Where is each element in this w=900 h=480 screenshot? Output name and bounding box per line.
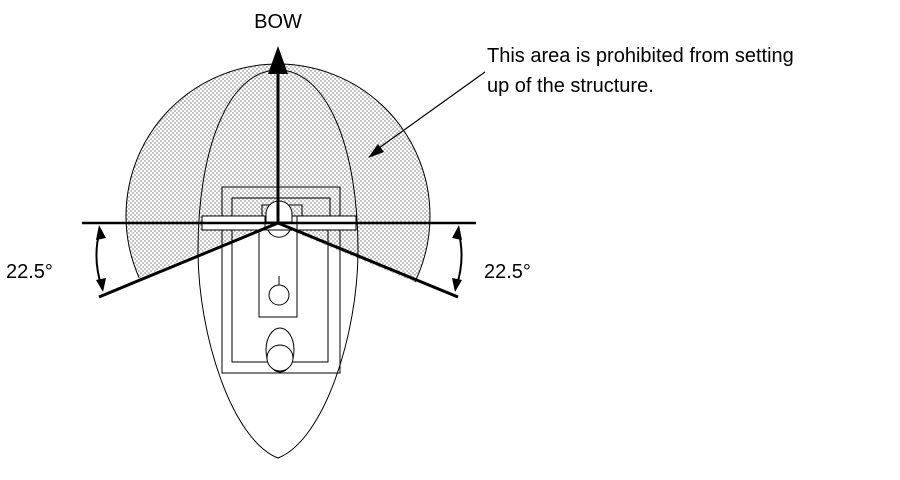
note-line-2: up of the structure. — [487, 75, 654, 97]
note-leader-line — [371, 71, 486, 154]
note-leader-arrow-icon — [368, 144, 384, 158]
angle-arrow-right-bottom-icon — [452, 278, 462, 292]
sector-line-left — [98, 221, 279, 299]
deck-outer-rect — [221, 186, 341, 374]
angle-arrow-right-top-icon — [452, 225, 462, 240]
bow-arrow-icon — [268, 46, 288, 74]
mast-circle — [268, 284, 290, 306]
angle-arrow-left-bottom-icon — [96, 278, 106, 292]
angle-label-right: 22.5° — [484, 261, 531, 283]
sector-line-right — [277, 221, 459, 299]
aft-fixture-inner — [266, 344, 294, 372]
angle-arrow-left-top-icon — [96, 225, 106, 240]
bow-label: BOW — [254, 11, 302, 33]
angle-label-left: 22.5° — [6, 261, 53, 283]
mast-dome-lower — [267, 229, 291, 238]
hull-outline — [197, 69, 359, 459]
note-line-1: This area is prohibited from setting — [487, 45, 794, 67]
